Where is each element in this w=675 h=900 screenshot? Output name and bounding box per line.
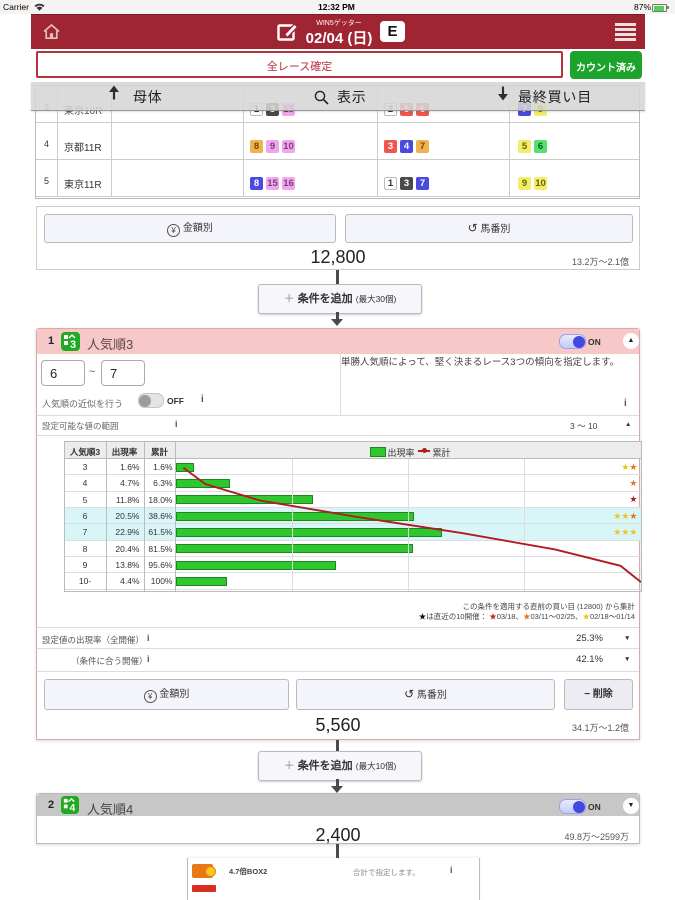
svg-text:4: 4 <box>69 803 75 814</box>
svg-text:3: 3 <box>70 339 76 351</box>
